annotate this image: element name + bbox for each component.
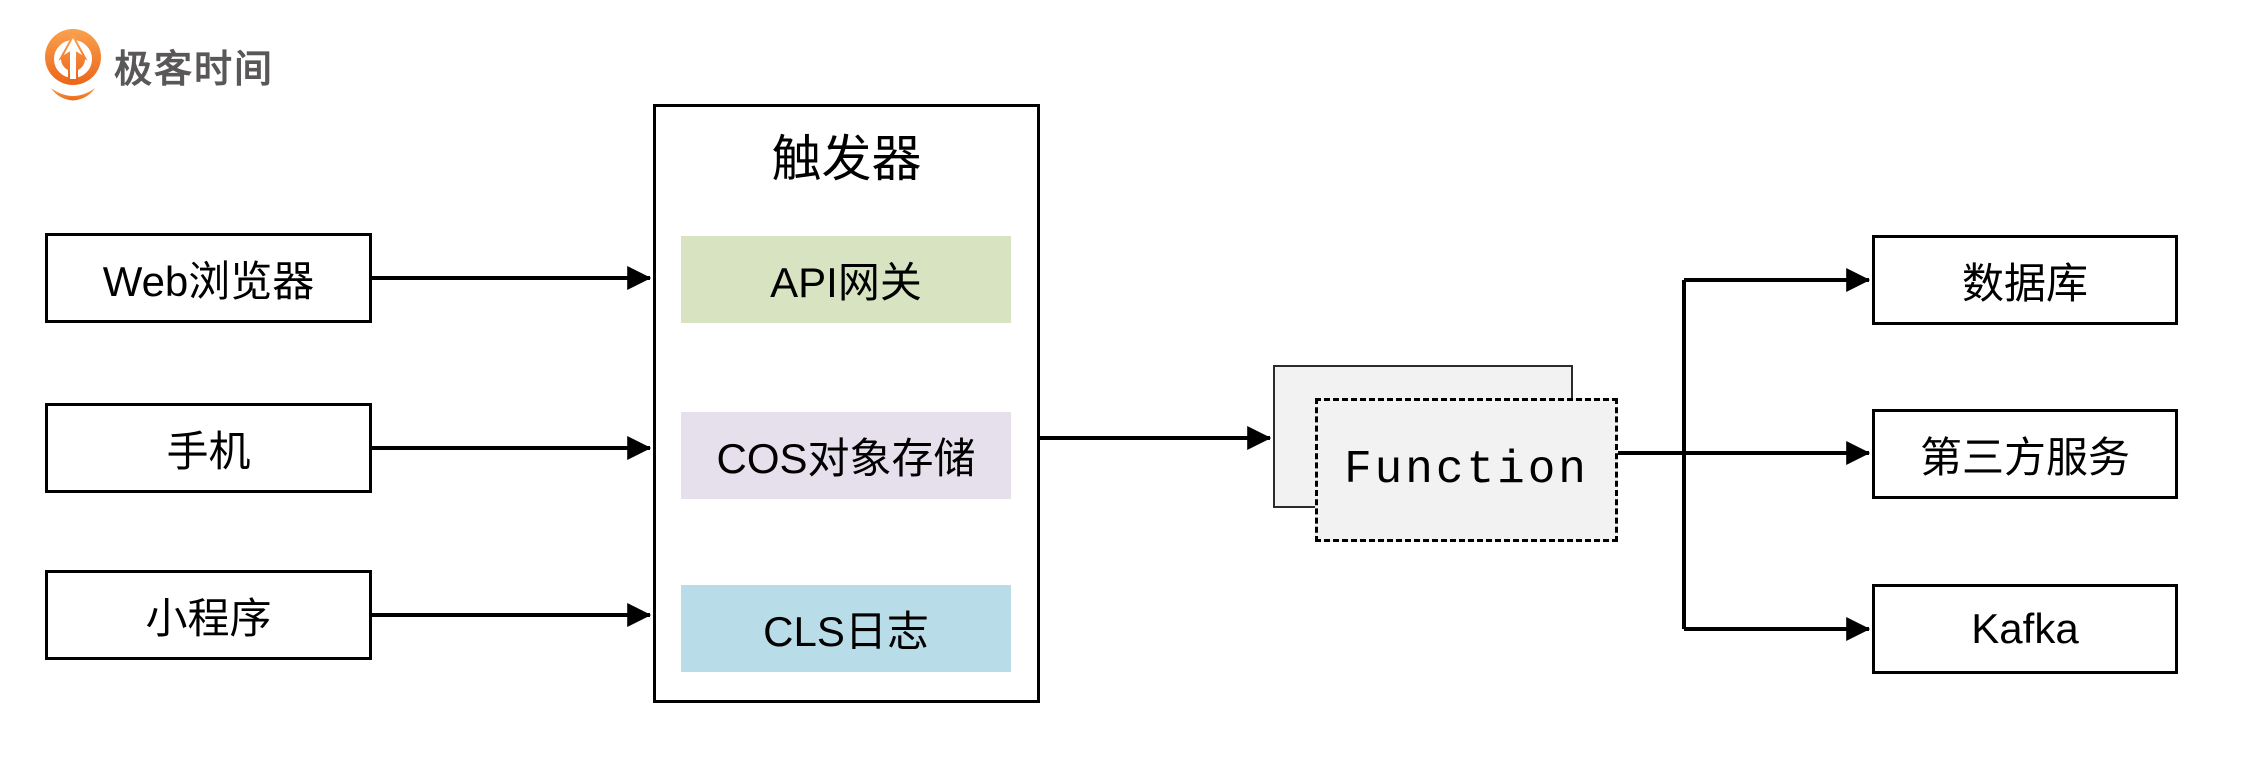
trigger-title: 触发器 <box>771 131 922 187</box>
node-miniprogram: 小程序 <box>45 570 372 660</box>
node-phone: 手机 <box>45 403 372 493</box>
trigger-item-cos-storage: COS对象存储 <box>681 412 1011 499</box>
function-node: Function <box>1315 398 1618 542</box>
node-label: 数据库 <box>1961 259 2088 307</box>
trigger-container: 触发器 API网关 COS对象存储 CLS日志 <box>653 104 1040 703</box>
node-database: 数据库 <box>1872 235 2178 325</box>
node-label: Web浏览器 <box>102 257 315 305</box>
trigger-item-label: API网关 <box>770 259 922 306</box>
node-web-browser: Web浏览器 <box>45 233 372 323</box>
node-label: Kafka <box>1971 605 2079 652</box>
geektime-pin-icon <box>45 29 101 101</box>
node-label: 手机 <box>166 427 251 475</box>
geektime-logo: 极客时间 <box>44 28 274 102</box>
trigger-item-label: CLS日志 <box>763 608 929 655</box>
trigger-item-cls-log: CLS日志 <box>681 585 1011 672</box>
node-label: 第三方服务 <box>1919 433 2130 481</box>
node-thirdparty-service: 第三方服务 <box>1872 409 2178 499</box>
brand-name: 极客时间 <box>114 48 275 91</box>
function-label: Function <box>1344 444 1589 496</box>
trigger-item-label: COS对象存储 <box>716 435 976 482</box>
node-kafka: Kafka <box>1872 584 2178 674</box>
trigger-item-api-gateway: API网关 <box>681 236 1011 323</box>
node-label: 小程序 <box>145 594 272 642</box>
